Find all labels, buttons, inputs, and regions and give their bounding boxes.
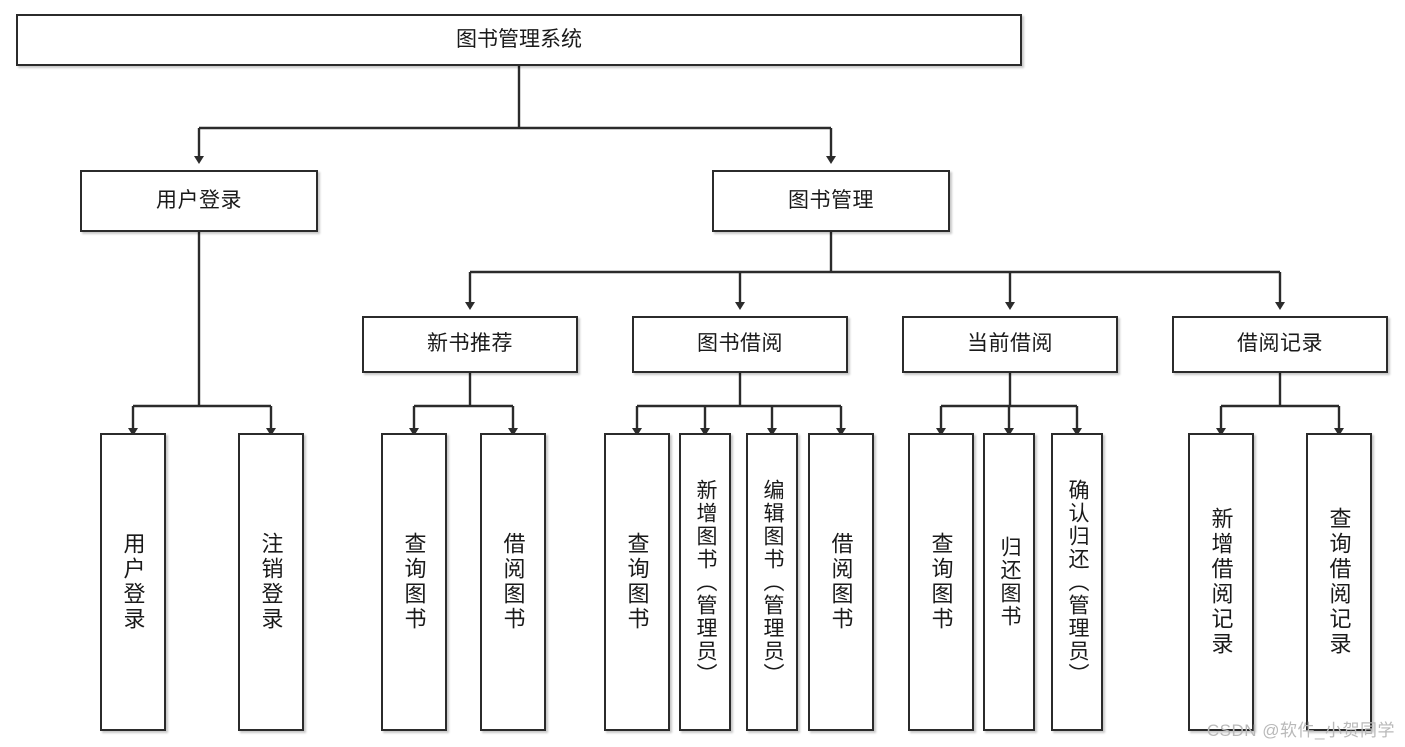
node-root[interactable]: 图书管理系统	[16, 14, 1022, 66]
node-leaf-query-book-1[interactable]: 查询图书	[381, 433, 447, 731]
node-leaf-query-record[interactable]: 查询借阅记录	[1306, 433, 1372, 731]
node-leaf-user-login-label: 用户登录	[120, 532, 146, 632]
node-leaf-logout-label: 注销登录	[258, 532, 284, 632]
node-leaf-logout[interactable]: 注销登录	[238, 433, 304, 731]
node-borrow-record-label: 借阅记录	[1237, 332, 1323, 356]
node-leaf-add-record[interactable]: 新增借阅记录	[1188, 433, 1254, 731]
node-leaf-add-book[interactable]: 新增图书（管理员）	[679, 433, 731, 731]
node-current-borrow-label: 当前借阅	[967, 332, 1053, 356]
node-leaf-edit-book[interactable]: 编辑图书（管理员）	[746, 433, 798, 731]
node-book-borrow-label: 图书借阅	[697, 332, 783, 356]
watermark: CSDN @软件_小贺同学	[1206, 721, 1395, 740]
node-leaf-query-book-2-label: 查询图书	[624, 532, 650, 632]
node-root-label: 图书管理系统	[456, 27, 582, 51]
node-leaf-add-book-label: 新增图书（管理员）	[694, 478, 718, 686]
node-leaf-query-book-3[interactable]: 查询图书	[908, 433, 974, 731]
node-user-login[interactable]: 用户登录	[80, 170, 318, 232]
node-leaf-edit-book-label: 编辑图书（管理员）	[761, 478, 785, 686]
node-leaf-return-book[interactable]: 归还图书	[983, 433, 1035, 731]
node-leaf-borrow-book-1[interactable]: 借阅图书	[480, 433, 546, 731]
node-current-borrow[interactable]: 当前借阅	[902, 316, 1118, 373]
node-book-manage[interactable]: 图书管理	[712, 170, 950, 232]
node-new-book-recommend[interactable]: 新书推荐	[362, 316, 578, 373]
node-user-login-label: 用户登录	[156, 188, 242, 212]
node-leaf-borrow-book-2-label: 借阅图书	[828, 532, 854, 632]
node-leaf-borrow-book-2[interactable]: 借阅图书	[808, 433, 874, 731]
node-leaf-query-record-label: 查询借阅记录	[1326, 507, 1352, 657]
node-new-book-recommend-label: 新书推荐	[427, 332, 513, 356]
node-leaf-confirm-return-label: 确认归还（管理员）	[1066, 478, 1090, 686]
node-leaf-return-book-label: 归还图书	[998, 536, 1022, 628]
node-leaf-user-login[interactable]: 用户登录	[100, 433, 166, 731]
node-book-manage-label: 图书管理	[788, 188, 874, 212]
node-book-borrow[interactable]: 图书借阅	[632, 316, 848, 373]
node-leaf-query-book-2[interactable]: 查询图书	[604, 433, 670, 731]
node-leaf-confirm-return[interactable]: 确认归还（管理员）	[1051, 433, 1103, 731]
node-leaf-borrow-book-1-label: 借阅图书	[500, 532, 526, 632]
node-leaf-add-record-label: 新增借阅记录	[1208, 507, 1234, 657]
node-leaf-query-book-3-label: 查询图书	[928, 532, 954, 632]
node-borrow-record[interactable]: 借阅记录	[1172, 316, 1388, 373]
node-leaf-query-book-1-label: 查询图书	[401, 532, 427, 632]
